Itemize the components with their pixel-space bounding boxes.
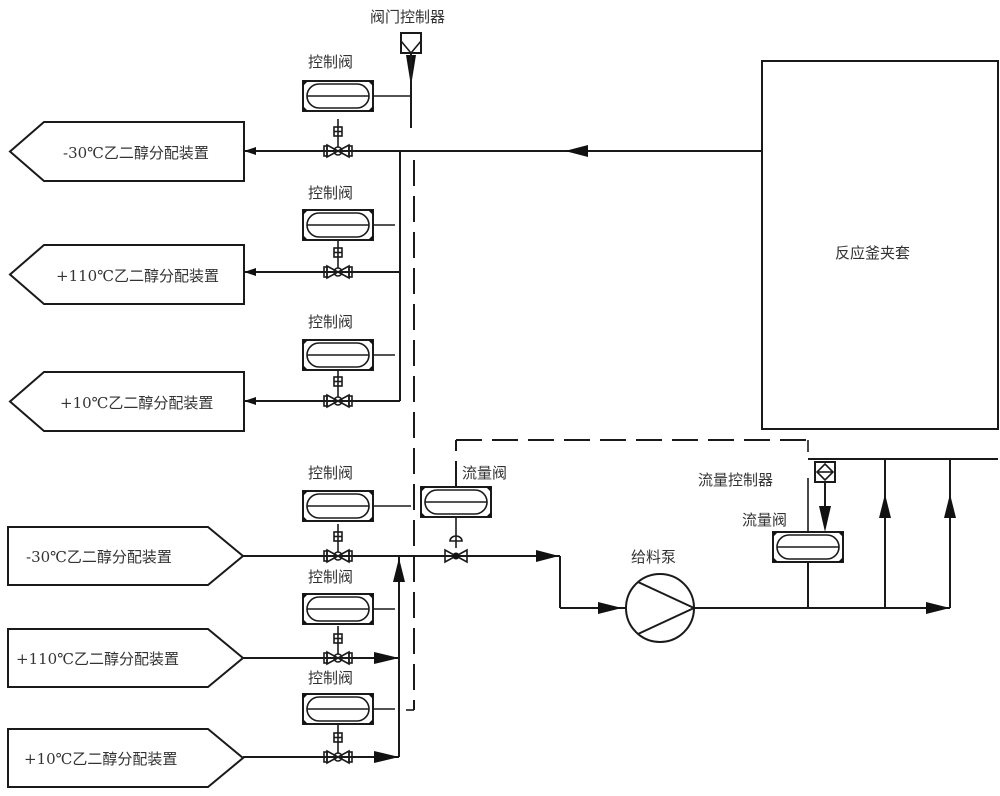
inlet-device-3-label: +10℃乙二醇分配装置	[24, 750, 177, 768]
outlet-device-3-label: +10℃乙二醇分配装置	[60, 394, 213, 412]
outlet-branch-3: 控制阀	[244, 313, 400, 408]
control-valve-label: 控制阀	[308, 464, 353, 482]
flow-valve-label: 流量阀	[462, 464, 507, 482]
flow-valve-feed[interactable]: 流量阀	[420, 464, 507, 564]
inlet-device-1-label: -30℃乙二醇分配装置	[26, 548, 172, 566]
outlet-device-2-label: +110℃乙二醇分配装置	[56, 267, 219, 285]
reactor-label: 反应釜夹套	[835, 244, 910, 262]
reactor-jacket	[761, 60, 999, 430]
valve-controller-icon	[400, 32, 422, 128]
flow-valve-right-label: 流量阀	[742, 511, 787, 529]
control-valve-label: 控制阀	[308, 669, 353, 687]
control-valve-label: 控制阀	[308, 568, 353, 586]
control-valve-label: 控制阀	[308, 53, 353, 71]
outlet-device-2[interactable]: +110℃乙二醇分配装置	[8, 244, 245, 305]
outlet-device-1-label: -30℃乙二醇分配装置	[63, 144, 209, 162]
inlet-device-3[interactable]: +10℃乙二醇分配装置	[7, 728, 245, 788]
outlet-branch-2: 控制阀	[244, 184, 400, 279]
outlet-branch-1: 控制阀	[244, 53, 411, 158]
feed-pump-icon[interactable]	[625, 573, 695, 643]
inlet-device-2[interactable]: +110℃乙二醇分配装置	[7, 628, 245, 688]
inlet-branch-1: 控制阀	[243, 464, 560, 563]
inlet-branch-3: 控制阀	[243, 669, 399, 764]
flow-controller-icon[interactable]	[814, 461, 836, 532]
outlet-device-3[interactable]: +10℃乙二醇分配装置	[8, 371, 245, 432]
pump-label: 给料泵	[631, 548, 676, 566]
control-valve-label: 控制阀	[308, 313, 353, 331]
valve-controller-label: 阀门控制器	[370, 8, 445, 26]
flow-valve-right[interactable]	[772, 531, 844, 608]
flow-controller-label: 流量控制器	[698, 471, 773, 489]
control-valve-label: 控制阀	[308, 184, 353, 202]
outlet-device-1[interactable]: -30℃乙二醇分配装置	[8, 121, 245, 182]
inlet-device-1[interactable]: -30℃乙二醇分配装置	[7, 526, 245, 586]
inlet-device-2-label: +110℃乙二醇分配装置	[16, 650, 179, 668]
inlet-branch-2: 控制阀	[243, 568, 399, 665]
